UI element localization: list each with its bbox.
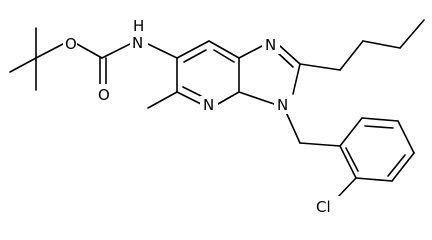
bond-butyl-3 [362, 40, 401, 49]
bond-ph-6-1 [339, 145, 357, 179]
bond-ph-inner-a [364, 125, 394, 129]
bond-imid-c7a-n1 [238, 45, 263, 59]
n-pyridine-bg [200, 96, 218, 114]
bond-methyl [147, 91, 178, 109]
bond-butyl-1 [299, 63, 341, 71]
bond-butyl-4 [399, 19, 425, 49]
bond-imid-c2-n3 [292, 63, 301, 95]
bond-ring-c6-c7 [176, 40, 210, 59]
nh-bg [130, 18, 148, 52]
n-imidazole-top-label: N [265, 36, 276, 54]
bond-butyl-2 [339, 40, 364, 71]
cl-label: Cl [316, 198, 331, 216]
n-benzyl-label: N [277, 96, 288, 114]
bond-ring-c7-c7a-outer [208, 40, 240, 59]
bond-imid-n3-c3a [238, 91, 275, 105]
o-ether-bg [63, 34, 77, 52]
bond-ph-2-3 [361, 117, 399, 122]
bond-n-to-ch2 [285, 111, 301, 144]
nh-h-label: H [133, 17, 144, 35]
n-benzyl-bg [274, 96, 292, 114]
bond-imid-n1-c2-outer [279, 45, 301, 65]
bond-o-to-carbonyl-c [76, 43, 103, 59]
bond-ch2-to-phenyl [299, 142, 341, 147]
bond-ring-c7-c7a-inner [213, 49, 235, 63]
bond-imid-n1-c2-inner [277, 52, 294, 68]
bond-ph-5-6 [355, 177, 393, 182]
o-carbonyl-bg [96, 84, 110, 102]
o-ether-label: O [65, 35, 77, 53]
bond-ring-c6-c7-inner [183, 49, 207, 63]
nh-n-label: N [132, 34, 143, 52]
n-pyridine-label: N [203, 96, 214, 114]
bond-ph-inner-b [387, 154, 406, 177]
n-imidazole-top-bg [262, 36, 280, 54]
bond-ph-3-4 [397, 120, 415, 154]
bond-nh-to-ring [147, 43, 178, 59]
bond-ph-4-5 [391, 152, 415, 182]
bond-ph-1-2 [339, 117, 363, 147]
chemical-structure-diagram: O O H N N N N Cl [9, 17, 425, 216]
o-carbonyl-label: O [98, 86, 110, 104]
bond-ring-n4-c5-inner [182, 86, 202, 97]
bond-ring-n4-c5-outer [176, 91, 202, 105]
bond-ph-inner-c [345, 147, 359, 172]
bond-ph-to-cl [335, 177, 357, 200]
bond-tbu-to-o [35, 43, 64, 59]
cl-bg [314, 196, 342, 216]
bond-ring-c3a-n4 [217, 91, 240, 105]
bond-tbu-methyl-left [9, 57, 37, 73]
bond-carbonyl-c-to-nh [101, 43, 131, 59]
